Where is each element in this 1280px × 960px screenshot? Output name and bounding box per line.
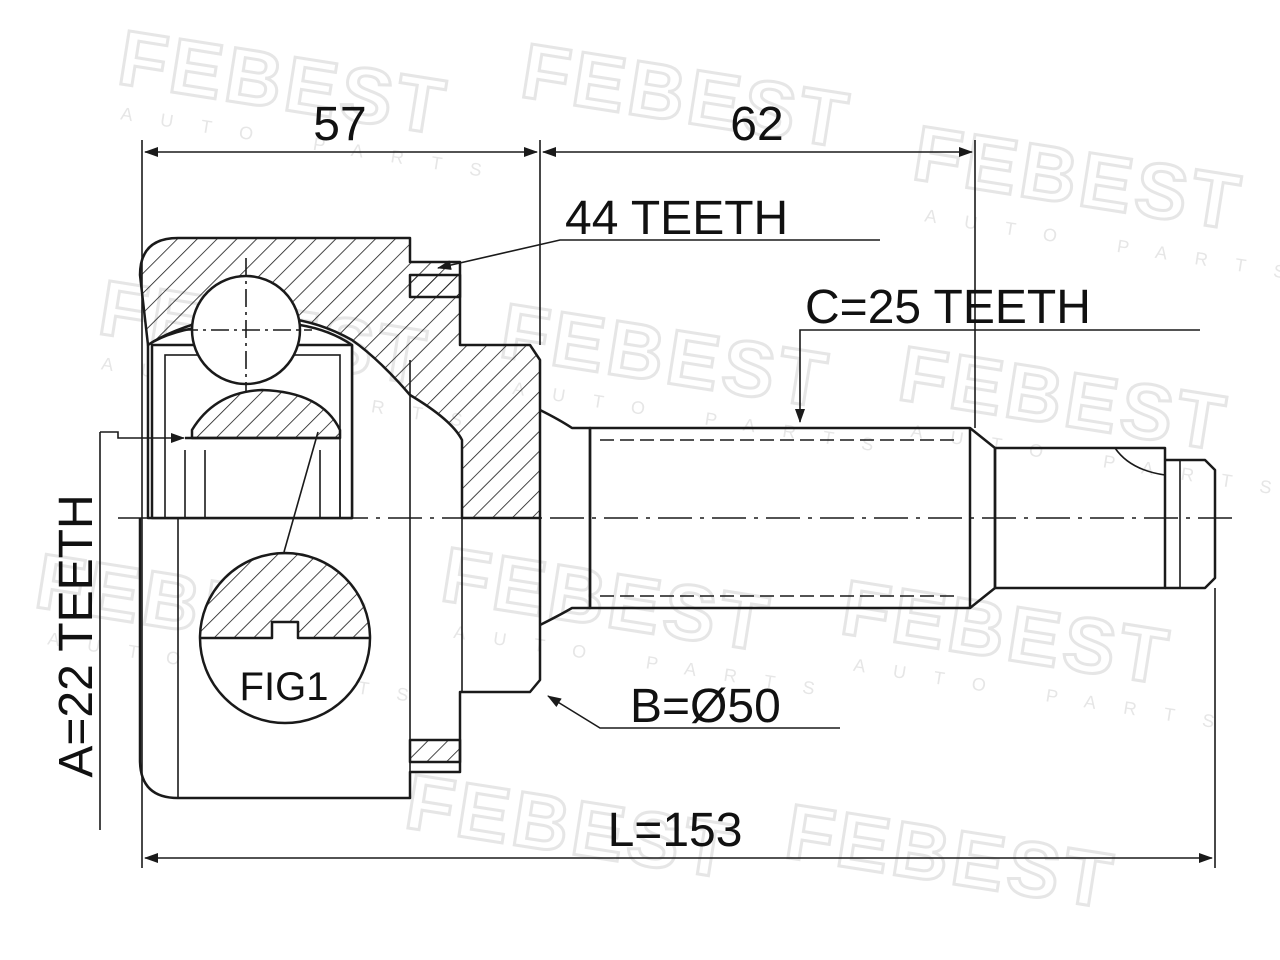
label-57: 57 <box>313 98 366 151</box>
watermark-brand: FEBEST <box>516 26 857 165</box>
inner-race-hatched <box>190 388 342 440</box>
bell-lower-outline <box>138 518 542 800</box>
leader-a-teeth <box>100 431 185 443</box>
dimension-lines <box>99 140 1216 868</box>
threaded-tip <box>1165 458 1217 590</box>
label-44-teeth: 44 TEETH <box>565 192 788 245</box>
threaded-end <box>993 446 1167 590</box>
leader-b-diameter <box>547 695 840 729</box>
label-a-teeth: A=22 TEETH <box>50 494 103 777</box>
fig1-leader <box>283 431 319 553</box>
stub-shaft <box>539 408 1217 627</box>
thread-cut <box>1114 447 1166 476</box>
label-62: 62 <box>730 98 783 151</box>
label-b-diameter: B=Ø50 <box>630 680 781 733</box>
leader-44-teeth <box>437 239 880 270</box>
watermark-brand: FEBEST <box>780 787 1121 926</box>
splined-shaft <box>588 426 972 610</box>
fig1-label: FIG1 <box>240 665 329 709</box>
outer-teeth-block-top <box>408 273 462 299</box>
leader-c-teeth <box>795 329 1200 423</box>
label-c-teeth: C=25 TEETH <box>805 281 1091 334</box>
detail-fig1: FIG1 <box>198 431 372 725</box>
label-l-length: L=153 <box>608 804 743 857</box>
inner-joint <box>150 258 354 520</box>
fig1-hatched-section <box>200 553 370 640</box>
outer-teeth-block-bottom <box>408 738 462 764</box>
